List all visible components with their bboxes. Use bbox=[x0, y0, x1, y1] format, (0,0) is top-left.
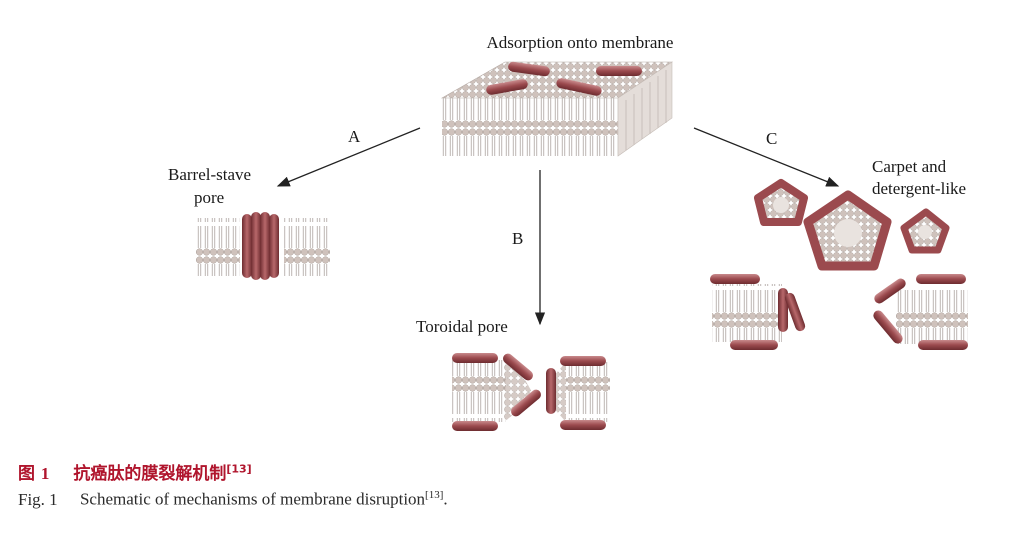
arrow-c-label: C bbox=[766, 129, 777, 148]
label-carpet-line1: Carpet and bbox=[872, 157, 947, 176]
membrane-slab bbox=[440, 61, 673, 157]
caption-cn-number: 1 bbox=[40, 464, 50, 483]
label-toroidal-pore: Toroidal pore bbox=[416, 317, 508, 336]
caption-en-ref: [13] bbox=[425, 489, 444, 501]
membrane-disruption-diagram: Adsorption onto membrane A B C Barrel-st… bbox=[168, 33, 968, 431]
caption-english: Fig. 1 Schematic of mechanisms of membra… bbox=[18, 489, 448, 510]
caption-cn-text: 抗癌肽的膜裂解机制 bbox=[73, 464, 227, 484]
caption-cn-ref: [13] bbox=[226, 462, 252, 476]
toroidal-pore bbox=[452, 353, 610, 431]
micelle-small-right bbox=[900, 208, 950, 254]
arrow-c bbox=[693, 127, 840, 187]
caption-en-text: Schematic of mechanisms of membrane disr… bbox=[79, 489, 426, 509]
carpet-micelles bbox=[710, 179, 968, 350]
caption-cn-prefix: 图 bbox=[18, 464, 35, 484]
micelle-large-center bbox=[803, 190, 892, 271]
label-barrel-stave-line1: Barrel-stave bbox=[168, 165, 251, 184]
membrane-fragment-right bbox=[873, 274, 968, 350]
arrow-a-label: A bbox=[348, 127, 361, 146]
arrow-b-label: B bbox=[512, 229, 523, 248]
label-carpet-line2: detergent-like bbox=[872, 179, 966, 198]
barrel-stave-pore bbox=[196, 212, 330, 280]
label-adsorption: Adsorption onto membrane bbox=[487, 33, 674, 52]
micelle-small-left bbox=[754, 179, 808, 226]
arrow-a bbox=[276, 127, 421, 187]
adsorbed-peptides bbox=[486, 61, 642, 96]
label-barrel-stave-line2: pore bbox=[194, 188, 224, 207]
caption-chinese: 图 1 抗癌肽的膜裂解机制[13] bbox=[18, 459, 252, 484]
caption-en-end: . bbox=[443, 489, 448, 509]
membrane-fragment-left bbox=[710, 274, 806, 350]
caption-en-prefix: Fig. 1 bbox=[18, 489, 58, 509]
